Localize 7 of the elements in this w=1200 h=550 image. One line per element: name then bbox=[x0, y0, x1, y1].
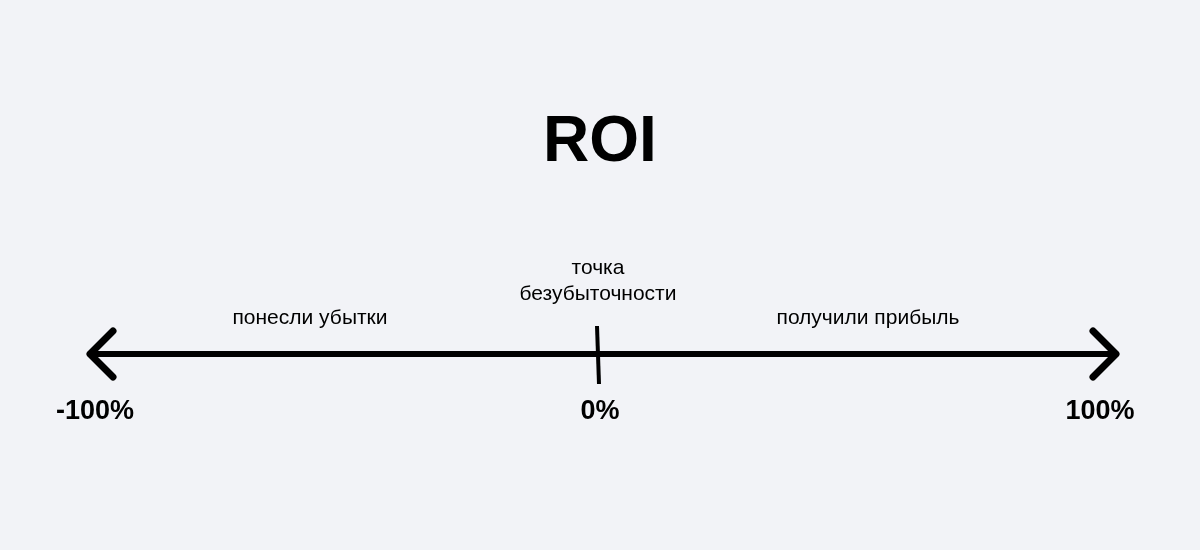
tick-value: 100% bbox=[1065, 394, 1135, 427]
tick-value: -100% bbox=[56, 394, 134, 427]
point-label: точка безубыточности bbox=[518, 254, 678, 307]
range-label: понесли убытки bbox=[232, 304, 388, 330]
title: ROI bbox=[543, 104, 657, 175]
tick-value: 0% bbox=[580, 394, 620, 427]
range-label: получили прибыль bbox=[776, 304, 960, 330]
